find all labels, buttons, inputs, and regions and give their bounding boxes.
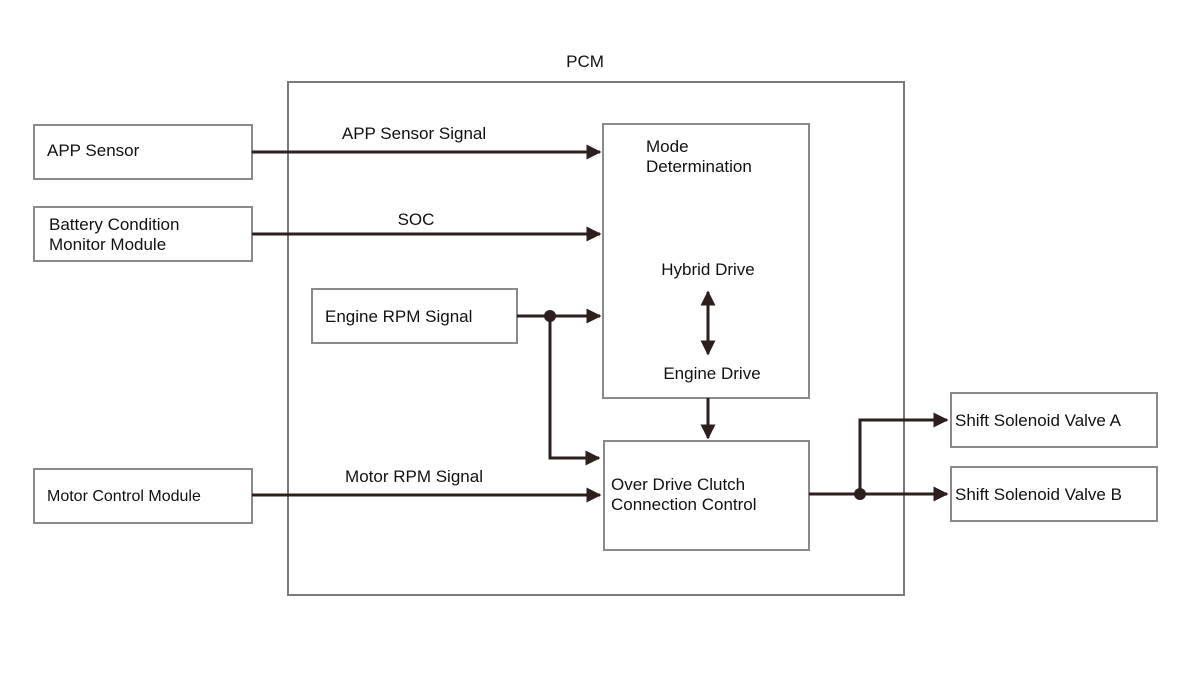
mode-determination-title-line1: Mode <box>646 137 689 156</box>
shift-solenoid-valve-b-box <box>950 466 1158 522</box>
over-drive-label-line2: Connection Control <box>611 495 757 514</box>
shift-solenoid-valve-b-label: Shift Solenoid Valve B <box>955 485 1122 504</box>
hybrid-drive-label: Hybrid Drive <box>661 260 755 279</box>
battery-label-line1: Battery Condition <box>49 215 179 234</box>
battery-label-line2: Monitor Module <box>49 235 166 254</box>
battery-condition-monitor-module-box <box>33 206 253 262</box>
output-junction-dot <box>854 488 866 500</box>
pcm-container <box>287 81 905 596</box>
engine-drive-label: Engine Drive <box>663 364 760 383</box>
engine-rpm-to-overdrive-arrow <box>548 316 601 466</box>
over-drive-label-line1: Over Drive Clutch <box>611 475 745 494</box>
pcm-title: PCM <box>566 52 604 71</box>
app-sensor-box <box>33 124 253 180</box>
shift-solenoid-valve-a-label: Shift Solenoid Valve A <box>955 411 1122 430</box>
engine-rpm-signal-label: Engine RPM Signal <box>325 307 472 326</box>
overdrive-to-valve-a-arrow <box>858 412 949 494</box>
app-sensor-signal-label: APP Sensor Signal <box>342 124 486 143</box>
soc-signal-label: SOC <box>398 210 435 229</box>
mode-determination-title-line2: Determination <box>646 157 752 176</box>
app-sensor-label: APP Sensor <box>47 141 140 160</box>
over-drive-clutch-connection-control-box <box>603 440 810 551</box>
shift-solenoid-valve-a-box <box>950 392 1158 448</box>
engine-rpm-junction-dot <box>544 310 556 322</box>
motor-rpm-signal-label: Motor RPM Signal <box>345 467 483 486</box>
engine-rpm-signal-box <box>311 288 518 344</box>
motor-control-module-label: Motor Control Module <box>47 488 201 505</box>
